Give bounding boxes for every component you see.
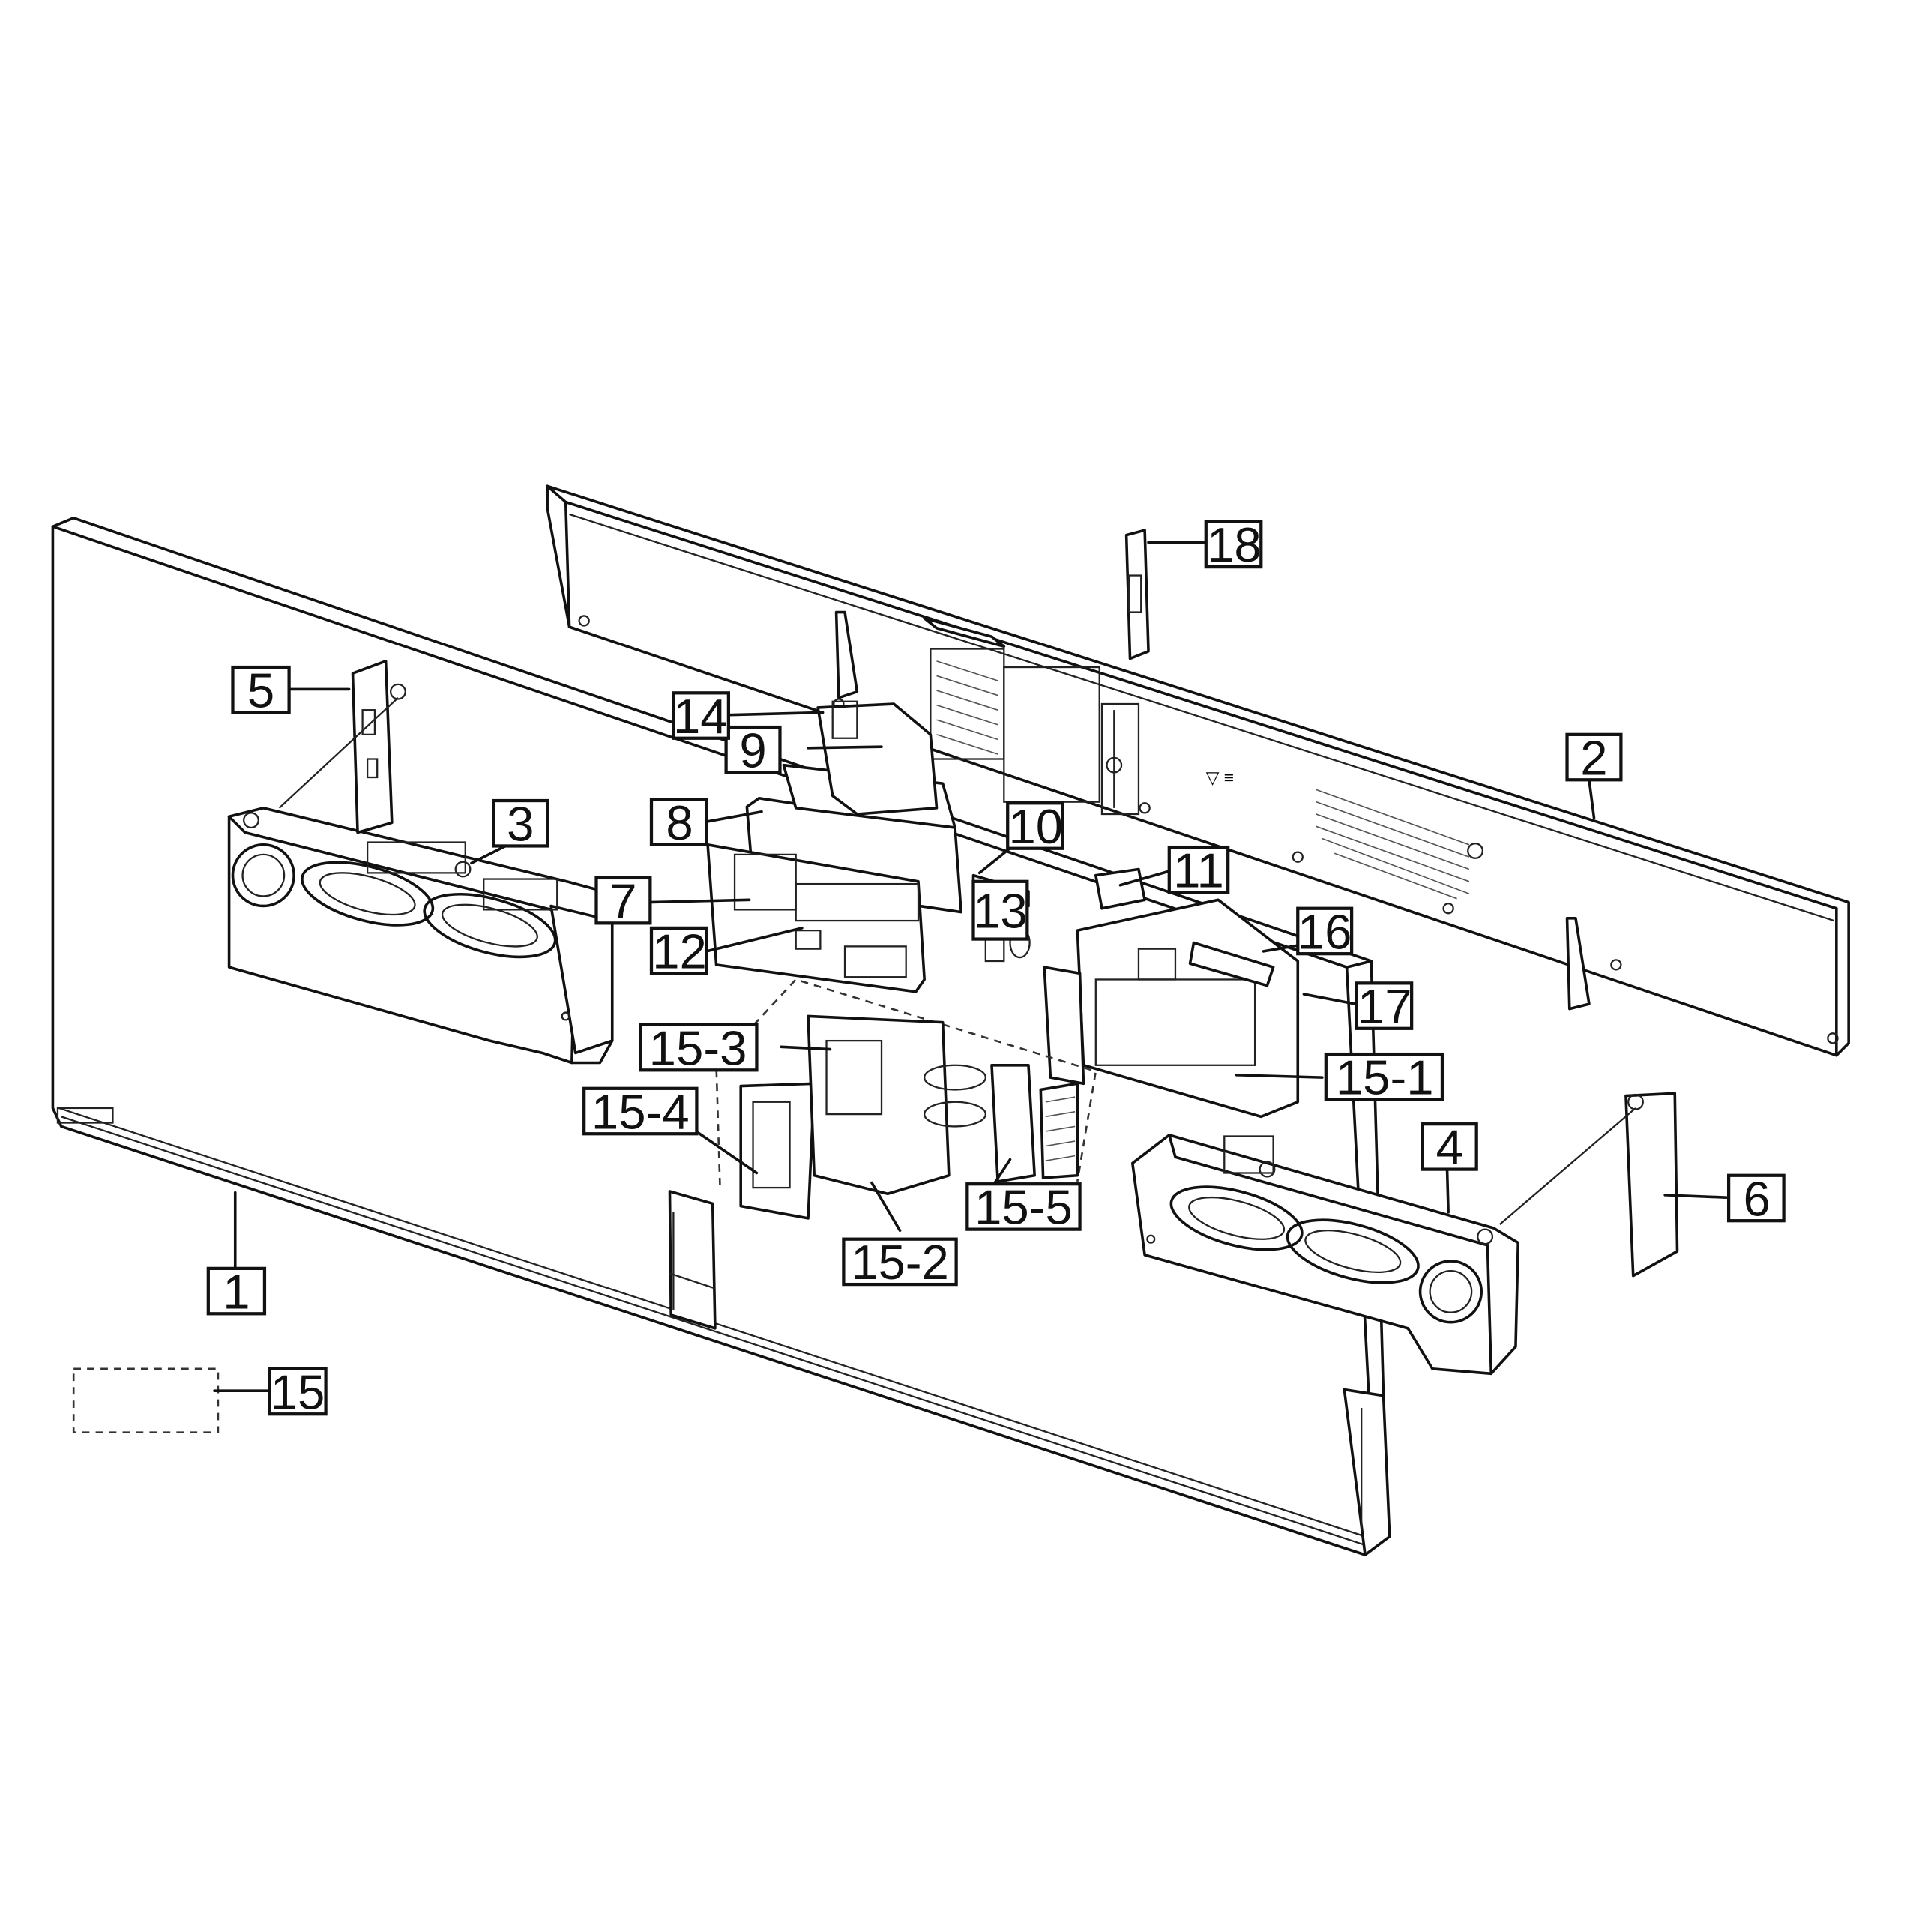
svg-text:▽ ≡: ▽ ≡ [1206, 768, 1234, 787]
callout-14-text: 14 [673, 689, 728, 744]
main-boards [706, 700, 1030, 993]
callout-15-text: 15 [271, 1364, 325, 1419]
callout-8-text: 8 [666, 795, 693, 850]
callout-15-2: 15-2 [842, 1235, 958, 1289]
callout-15-5: 15-5 [965, 1180, 1082, 1235]
callout-2-text: 2 [1580, 730, 1607, 785]
bracket-board [278, 660, 406, 834]
callout-labels: 1 2 3 4 5 6 7 8 9 10 11 12 13 14 15 15-1… [206, 517, 1786, 1419]
left-speaker [227, 807, 614, 1065]
right-speaker [1131, 1134, 1520, 1376]
callout-15-1: 15-1 [1324, 1050, 1444, 1105]
callout-14: 14 [672, 689, 731, 744]
leader-lines [213, 541, 1728, 1392]
rear-panel: ▽ ≡ [546, 484, 1850, 1057]
callout-18-text: 18 [1207, 517, 1262, 572]
callout-13: 13 [971, 879, 1029, 941]
callout-15-3: 15-3 [639, 1020, 759, 1075]
callout-11-text: 11 [1173, 843, 1224, 898]
callout-5-text: 5 [247, 663, 274, 718]
callout-16-text: 16 [1298, 904, 1352, 959]
callout-12: 12 [649, 924, 708, 978]
callout-10: 10 [1006, 799, 1064, 854]
callout-1: 1 [206, 1264, 267, 1319]
callout-12-text: 12 [652, 924, 707, 978]
callout-3: 3 [492, 797, 549, 852]
callout-10-text: 10 [1008, 799, 1063, 854]
callout-17-text: 17 [1358, 979, 1412, 1034]
callout-15-4-text: 15-4 [591, 1084, 690, 1139]
board-18 [1124, 529, 1150, 660]
callout-6-text: 6 [1744, 1171, 1771, 1226]
callout-7-text: 7 [609, 873, 636, 928]
callout-16: 16 [1296, 904, 1354, 959]
callout-18: 18 [1204, 517, 1263, 572]
callout-15-4: 15-4 [582, 1084, 699, 1139]
callout-15-1-text: 15-1 [1336, 1050, 1434, 1105]
item-15-placeholder [72, 1367, 220, 1434]
callout-17: 17 [1355, 979, 1414, 1034]
callout-5: 5 [231, 663, 291, 718]
callout-1-text: 1 [223, 1264, 250, 1319]
callout-2: 2 [1565, 730, 1623, 785]
callout-13-text: 13 [973, 884, 1028, 939]
callout-6: 6 [1726, 1171, 1786, 1226]
callout-9: 9 [724, 723, 782, 778]
callout-15-2-text: 15-2 [851, 1235, 949, 1289]
callout-7: 7 [594, 873, 652, 928]
callout-15-5-text: 15-5 [974, 1180, 1073, 1235]
power-unit-group [715, 978, 1097, 1220]
callout-15-3-text: 15-3 [649, 1020, 747, 1075]
callout-11: 11 [1167, 843, 1230, 898]
side-cap [1498, 1092, 1679, 1278]
callout-9-text: 9 [739, 723, 766, 778]
callout-4: 4 [1421, 1120, 1478, 1175]
callout-8: 8 [649, 795, 708, 850]
callout-4-text: 4 [1436, 1120, 1463, 1175]
right-boards [984, 867, 1300, 1119]
callout-3-text: 3 [507, 797, 534, 852]
callout-15: 15 [268, 1364, 328, 1419]
